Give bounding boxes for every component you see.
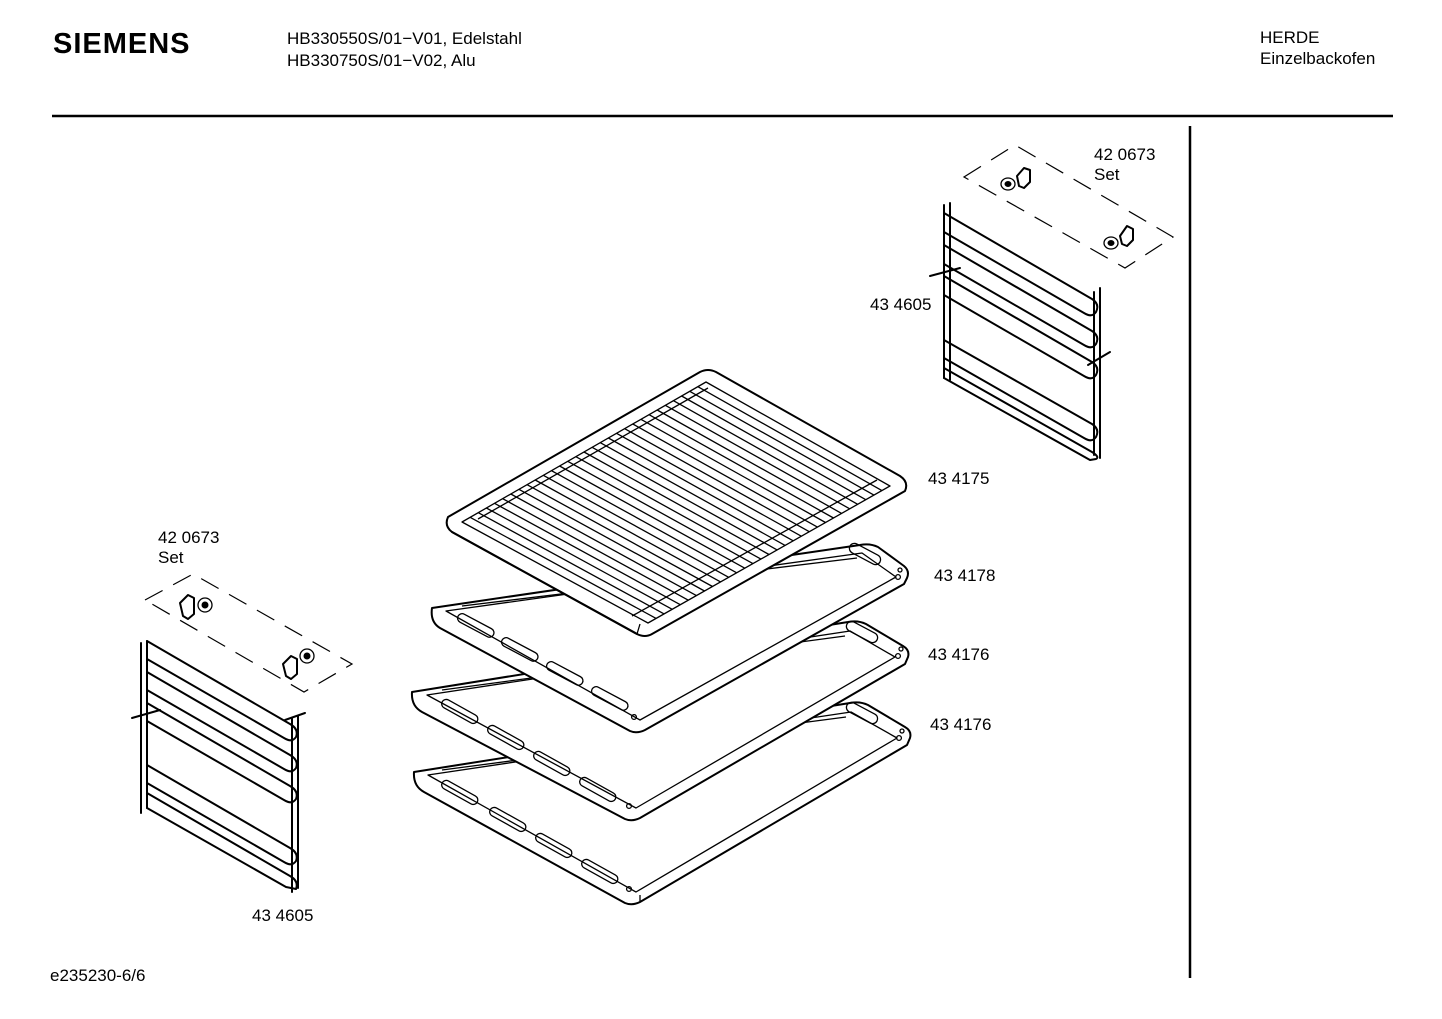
- grid-wire: [552, 471, 737, 573]
- set-right-parts: [1001, 168, 1133, 249]
- part-note-set-left: Set: [158, 548, 184, 567]
- grid-wire: [576, 457, 761, 559]
- grid-wire: [674, 401, 858, 505]
- grid-wire: [665, 405, 849, 509]
- part-number-rack-left: 43 4605: [252, 906, 314, 925]
- grid-wire: [486, 508, 672, 609]
- grid-shelf: [447, 370, 907, 636]
- part-number-grid-shelf: 43 4175: [928, 469, 990, 488]
- grid-wire: [519, 489, 705, 591]
- grid-wire: [503, 499, 689, 601]
- grid-wire: [633, 424, 818, 527]
- grid-wire: [495, 503, 681, 604]
- grid-wire: [560, 466, 745, 568]
- part-number-set-right: 42 0673: [1094, 145, 1156, 164]
- model-line-2: HB330750S/01−V02, Alu: [287, 51, 476, 70]
- side-rack-right: [930, 203, 1110, 460]
- grid-wire: [527, 485, 712, 587]
- grid-wire: [641, 419, 826, 522]
- tray-middle-slots: [440, 620, 879, 803]
- grid-wire: [608, 438, 793, 541]
- set-left-parts: [180, 595, 314, 679]
- grid-wire: [698, 387, 882, 491]
- grid-wire: [511, 494, 697, 596]
- grid-wire: [568, 461, 753, 563]
- model-line-1: HB330550S/01−V01, Edelstahl: [287, 29, 522, 48]
- grid-shelf-wires: [470, 387, 882, 619]
- tray-top-slots: [456, 542, 882, 712]
- part-number-tray-top: 43 4178: [934, 566, 996, 585]
- grid-wire: [682, 396, 866, 500]
- mounting-set-right: [964, 145, 1173, 268]
- part-number-tray-bottom: 43 4176: [930, 715, 992, 734]
- grid-wire: [625, 429, 810, 532]
- grid-wire: [535, 480, 720, 582]
- mounting-set-left: [145, 574, 352, 692]
- grid-wire: [592, 447, 777, 550]
- grid-wire: [649, 415, 833, 518]
- grid-wire: [690, 391, 874, 495]
- side-rack-left: [132, 641, 305, 892]
- category-line-2: Einzelbackofen: [1260, 49, 1376, 68]
- grid-wire: [584, 452, 769, 555]
- grid-wire: [470, 517, 656, 618]
- grid-wire: [600, 443, 785, 546]
- grid-wire: [478, 513, 664, 614]
- part-number-tray-middle: 43 4176: [928, 645, 990, 664]
- part-number-rack-right: 43 4605: [870, 295, 932, 314]
- grid-wire: [657, 410, 841, 513]
- grid-wire: [617, 433, 802, 536]
- category-line-1: HERDE: [1260, 28, 1320, 47]
- document-id: e235230-6/6: [50, 966, 146, 985]
- grid-wire: [543, 475, 728, 577]
- part-note-set-right: Set: [1094, 165, 1120, 184]
- siemens-logo: SIEMENS: [53, 28, 191, 60]
- part-number-set-left: 42 0673: [158, 528, 220, 547]
- tray-bottom-slots: [440, 701, 879, 885]
